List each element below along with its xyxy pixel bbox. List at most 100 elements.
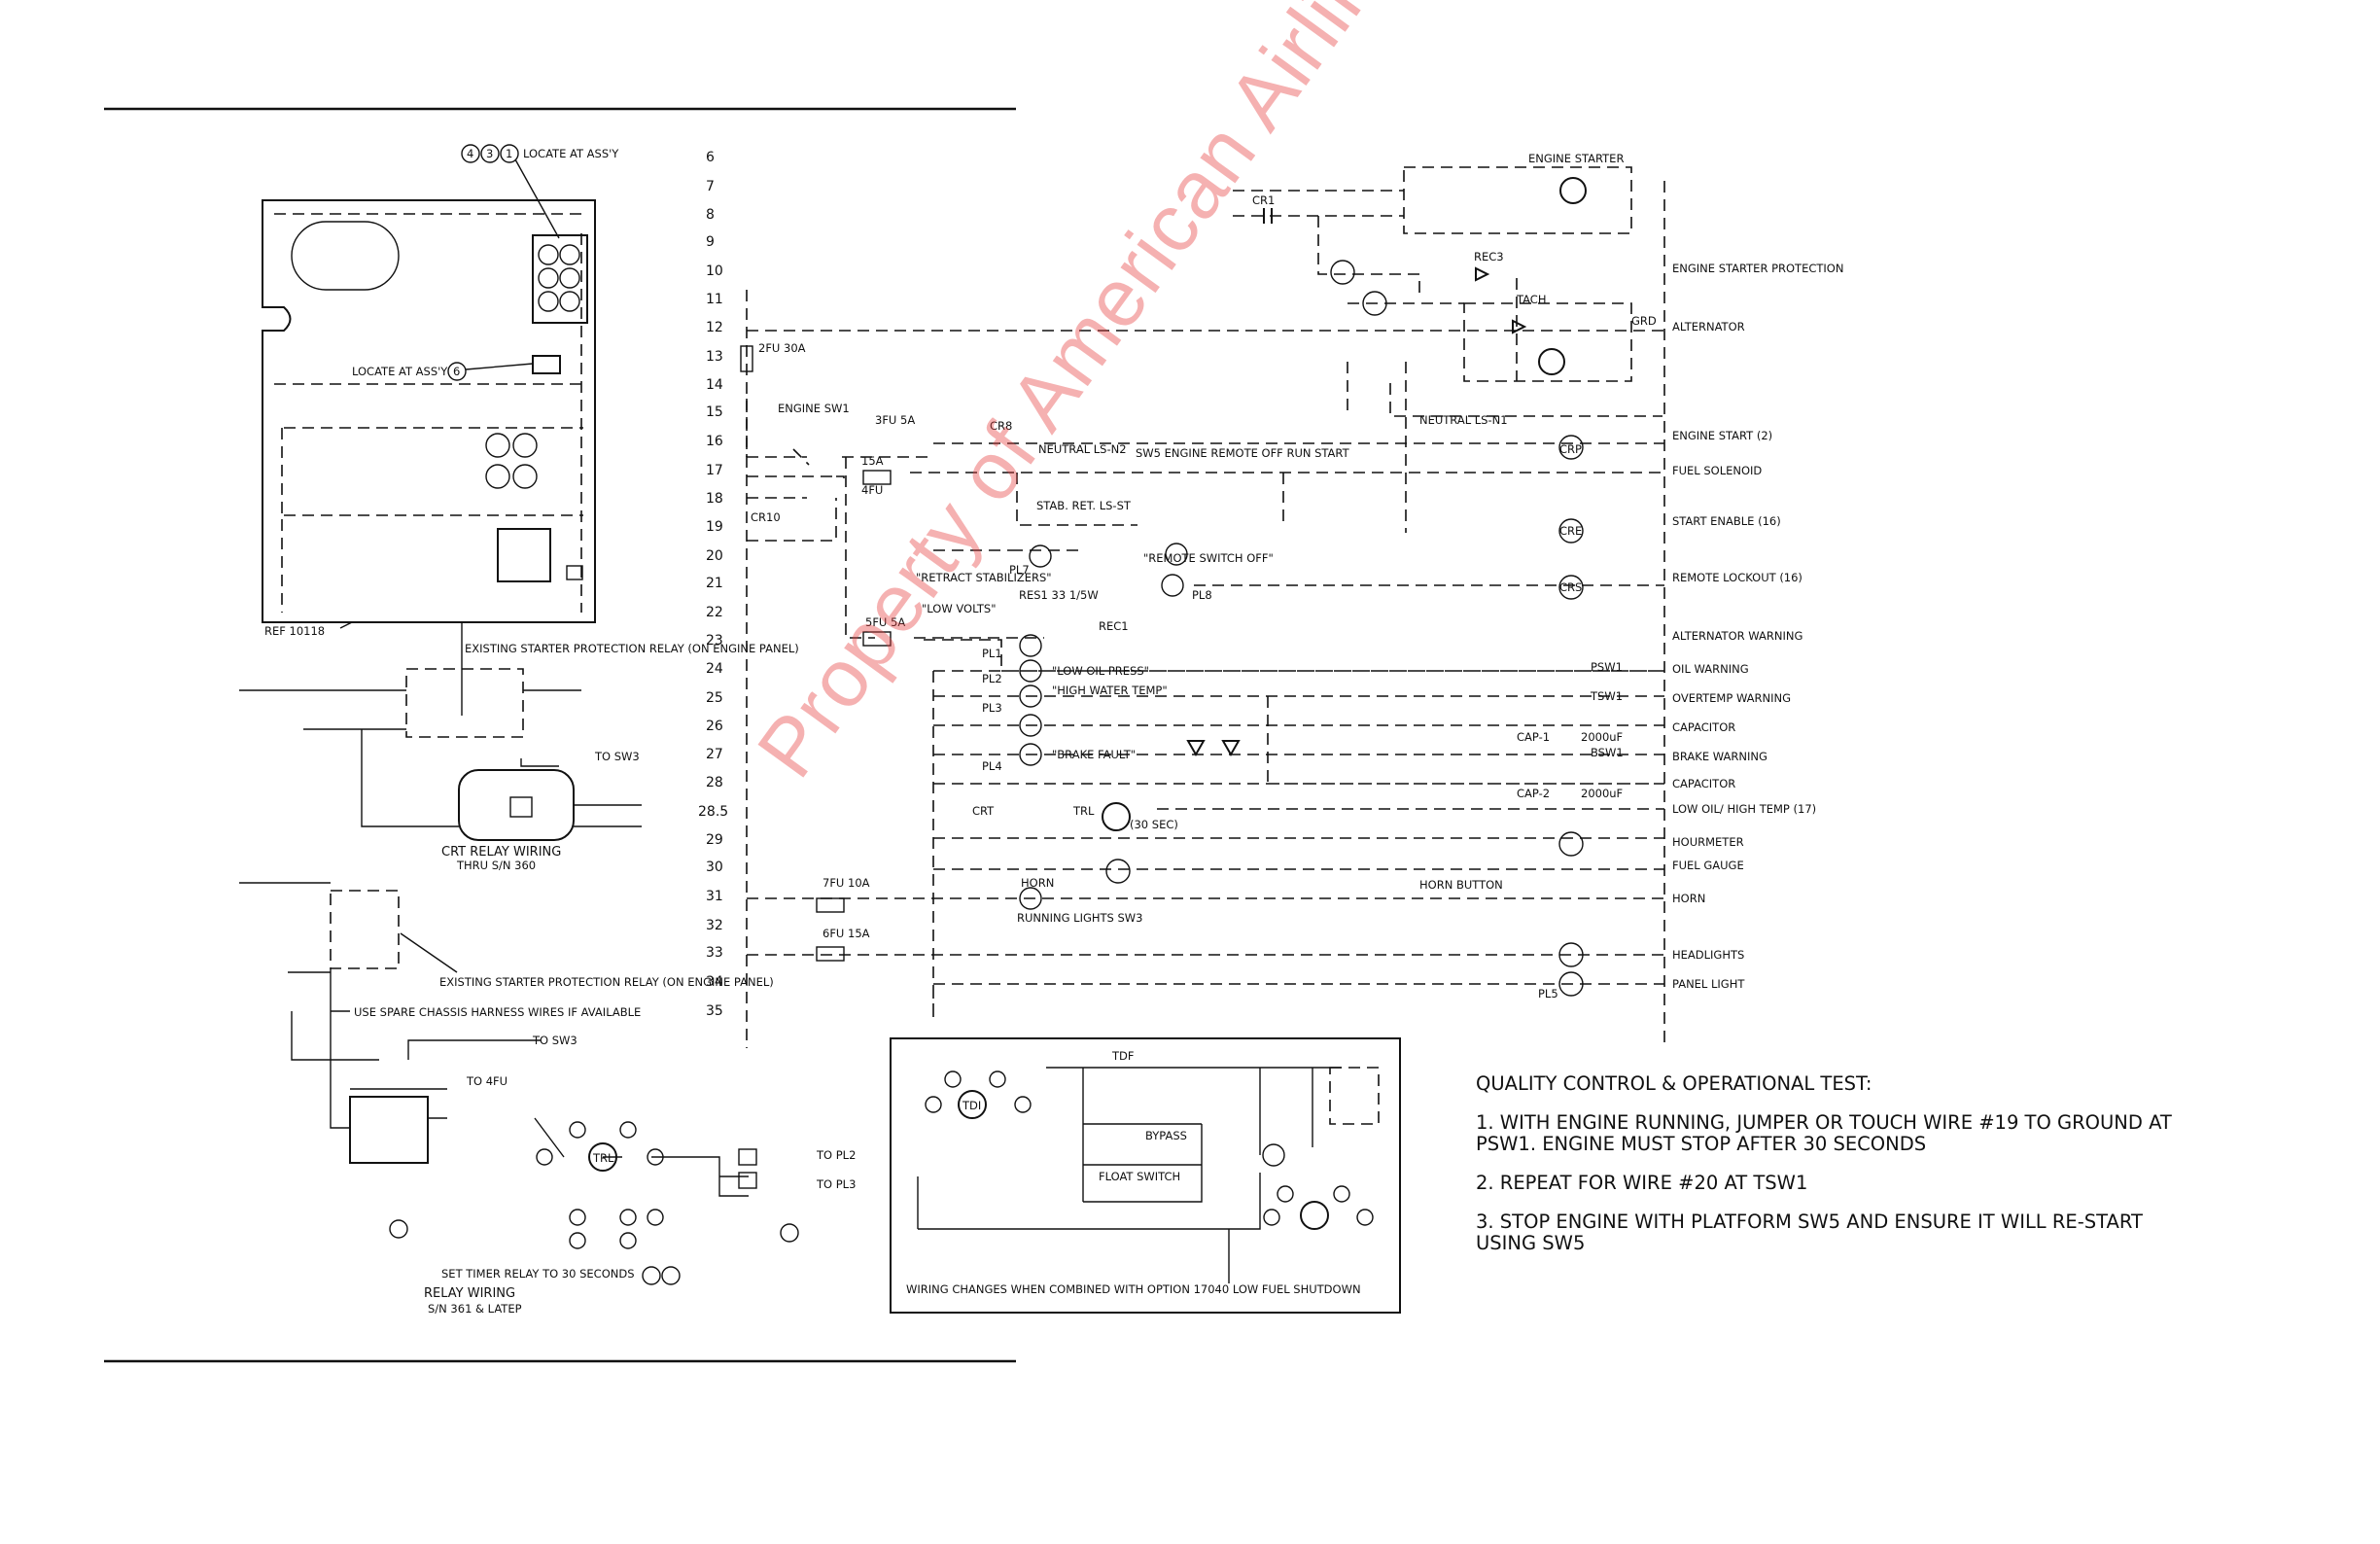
rec1-label: REC1 (1099, 619, 1129, 633)
fuse-15a: 15A (861, 454, 884, 468)
circuit-label: REMOTE LOCKOUT (16) (1672, 571, 1802, 584)
line-number: 7 (706, 179, 715, 194)
spare-wires-note: USE SPARE CHASSIS HARNESS WIRES IF AVAIL… (354, 1005, 641, 1019)
stab-ret-label: STAB. RET. LS-ST (1036, 499, 1132, 512)
circuit-label: ENGINE STARTER PROTECTION (1672, 262, 1843, 275)
line-number: 30 (706, 860, 723, 875)
circuit-label: ALTERNATOR (1672, 320, 1745, 333)
option-caption: WIRING CHANGES WHEN COMBINED WITH OPTION… (906, 1282, 1361, 1296)
engine-starter-label: ENGINE STARTER (1528, 152, 1624, 165)
low-oil-label: "LOW OIL PRESS" (1052, 664, 1149, 678)
trl-label: TRL (1072, 804, 1095, 818)
circuit-label: LOW OIL/ HIGH TEMP (17) (1672, 802, 1816, 816)
existing-relay-note-2: EXISTING STARTER PROTECTION RELAY (ON EN… (439, 975, 774, 989)
line-number: 31 (706, 889, 723, 904)
line-number: 11 (706, 292, 723, 307)
relay-wiring-subtitle: S/N 361 & LATEP (428, 1302, 522, 1316)
circuit-label: HEADLIGHTS (1672, 948, 1744, 962)
line-number: 22 (706, 605, 723, 620)
relay-wiring-detail: TRL (239, 882, 799, 1285)
bsw1-label: BSW1 (1591, 746, 1624, 759)
svg-text:1: 1 (506, 147, 512, 160)
tach-label: TACH (1516, 293, 1546, 306)
crt-relay-title: CRT RELAY WIRING (441, 845, 561, 860)
line-number: 23 (706, 633, 723, 649)
fuse-3fu: 3FU 5A (875, 413, 915, 427)
pl3-label: PL3 (982, 701, 1002, 715)
option-float-label: FLOAT SWITCH (1099, 1170, 1180, 1183)
remote-off-label: "REMOTE SWITCH OFF" (1143, 551, 1274, 565)
res1-label: RES1 33 1/5W (1019, 588, 1099, 602)
grd-label: GRD (1631, 314, 1657, 328)
line-number: 6 (706, 150, 715, 165)
svg-text:3: 3 (486, 147, 493, 160)
line-number: 24 (706, 661, 723, 677)
circuit-label-column: ENGINE STARTER PROTECTIONALTERNATORENGIN… (1672, 262, 1843, 991)
circuit-label: START ENABLE (16) (1672, 514, 1781, 528)
circuit-label: HORN (1672, 892, 1705, 905)
option-bypass-label: BYPASS (1145, 1129, 1187, 1142)
line-number: 21 (706, 576, 723, 591)
neutral-ls-n2: NEUTRAL LS-N2 (1038, 442, 1127, 456)
high-water-label: "HIGH WATER TEMP" (1052, 684, 1168, 697)
cap1-label: CAP-1 (1517, 730, 1550, 744)
pl4-label: PL4 (982, 759, 1002, 773)
running-lights-label: RUNNING LIGHTS SW3 (1017, 911, 1143, 925)
line-number-column: 6789101112131415161718192021222324252627… (698, 150, 728, 1019)
crt-to-sw3: TO SW3 (594, 750, 640, 763)
to-pl2: TO PL2 (816, 1148, 856, 1162)
neutral-ls-n1: NEUTRAL LS-N1 (1419, 413, 1508, 427)
fuse-7fu: 7FU 10A (822, 876, 870, 890)
cr1-label: CR1 (1252, 193, 1275, 207)
crt-relay-subtitle: THRU S/N 360 (456, 859, 536, 872)
cr10-label: CR10 (751, 510, 781, 524)
relay-wiring-title: RELAY WIRING (424, 1286, 515, 1301)
line-number: 15 (706, 404, 723, 420)
fuse-5fu: 5FU 5A (865, 615, 905, 629)
quality-control-notes: QUALITY CONTROL & OPERATIONAL TEST: 1. W… (1476, 1073, 2195, 1272)
line-number: 19 (706, 519, 723, 535)
circuit-label: CAPACITOR (1672, 777, 1735, 790)
crt-relay-detail (239, 622, 642, 841)
option-tdi-label: TDI (962, 1099, 981, 1112)
pl7-label: PL7 (1009, 563, 1030, 577)
existing-relay-note-1: EXISTING STARTER PROTECTION RELAY (ON EN… (465, 642, 799, 655)
circuit-rungs (747, 435, 1664, 1017)
brake-fault-label: "BRAKE FAULT" (1052, 748, 1136, 761)
line-number: 27 (706, 747, 723, 762)
crt-label: CRT (972, 804, 995, 818)
retract-label: "RETRACT STABILIZERS" (916, 571, 1052, 584)
cap1-value: 2000uF (1581, 730, 1623, 744)
circuit-label: HOURMETER (1672, 835, 1744, 849)
crp-label: CRP (1559, 442, 1582, 456)
tsw1-label: TSW1 (1590, 689, 1623, 703)
option-tdf-label: TDF (1111, 1049, 1135, 1063)
cap2-value: 2000uF (1581, 787, 1623, 800)
circuit-label: FUEL GAUGE (1672, 859, 1744, 872)
qc-step-3: 3. STOP ENGINE WITH PLATFORM SW5 AND ENS… (1476, 1211, 2143, 1254)
crs-label: CRS (1559, 580, 1582, 594)
pl8-label: PL8 (1192, 588, 1212, 602)
line-number: 20 (706, 548, 723, 564)
line-number: 12 (706, 320, 723, 335)
line-number: 17 (706, 463, 723, 478)
relay-to-sw3: TO SW3 (532, 1034, 578, 1047)
line-number: 8 (706, 207, 715, 223)
to-4fu: TO 4FU (466, 1074, 508, 1088)
line-number: 16 (706, 434, 723, 449)
line-number: 26 (706, 719, 723, 734)
locate-note-1: LOCATE AT ASS'Y (523, 147, 619, 160)
circuit-label: OIL WARNING (1672, 662, 1749, 676)
pl1-label: PL1 (982, 647, 1002, 660)
rec3-label: REC3 (1474, 250, 1504, 263)
fuse-4fu: 4FU (861, 483, 883, 497)
trl-time-label: (30 SEC) (1130, 818, 1178, 831)
circuit-label: BRAKE WARNING (1672, 750, 1768, 763)
horn-device-label: HORN (1021, 876, 1054, 890)
line-number: 35 (706, 1003, 723, 1019)
to-pl3: TO PL3 (816, 1177, 856, 1191)
line-number: 14 (706, 377, 723, 393)
